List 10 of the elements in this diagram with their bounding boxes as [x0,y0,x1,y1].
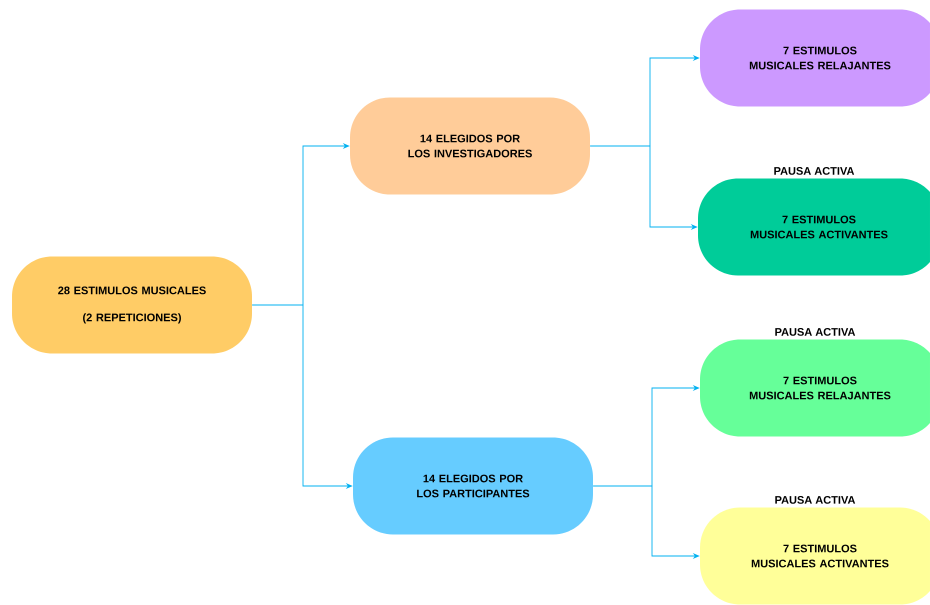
process-box: 7 ESTIMULOS MUSICALES RELAJANTES [700,340,930,436]
process-box: 14 ELEGIDOS POR LOS PARTICIPANTES [353,438,593,534]
process-box: 7 ESTIMULOS MUSICALES ACTIVANTES [700,508,930,604]
process-box: 28 ESTIMULOS MUSICALES (2 REPETICIONES) [12,256,252,354]
pause-label: PAUSA ACTIVA [774,167,854,175]
process-box: 7 ESTIMULOS MUSICALES ACTIVANTES [698,178,930,276]
pause-label: PAUSA ACTIVA [775,496,856,504]
process-box: 7 ESTIMULOS MUSICALES RELAJANTES [700,10,930,106]
process-box: 14 ELEGIDOS POR LOS INVESTIGADORES [350,98,590,194]
pause-label: PAUSA ACTIVA [775,328,856,336]
